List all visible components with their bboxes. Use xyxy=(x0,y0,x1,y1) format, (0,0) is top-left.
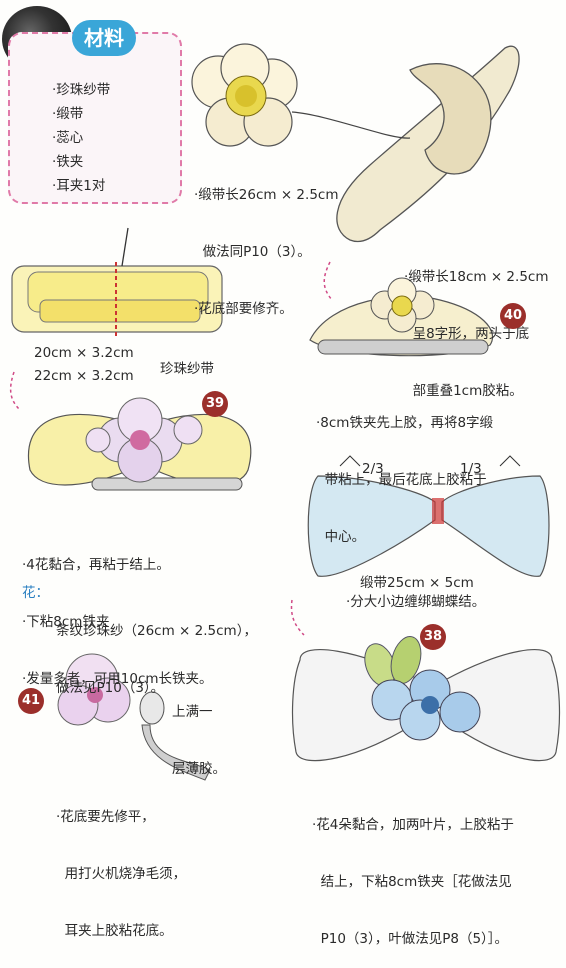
note-line: 条纹珍珠纱（26cm × 2.5cm）， xyxy=(56,623,257,639)
figure8-ribbon-illustration xyxy=(336,45,520,243)
step39-note: ·4花黏合，再粘于结上。 ·下粘8cm铁夹 ·发量多者，可用10cm长铁夹。 xyxy=(22,518,213,708)
note-line: ·花4朵黏合，加两叶片，上胶粘于 xyxy=(312,817,514,833)
top-flower-illustration xyxy=(191,43,298,147)
illustrations xyxy=(9,43,561,781)
material-item: ·铁夹 xyxy=(52,154,84,170)
note-line: 耳夹上胶粘花底。 xyxy=(56,923,173,939)
note-line: ·缎带长26cm × 2.5cm xyxy=(194,187,339,203)
step-badge-39: 39 xyxy=(202,391,228,417)
note-line: ·花底要先修平， xyxy=(56,809,155,825)
step-badge-41: 41 xyxy=(18,688,44,714)
step-badge-40: 40 xyxy=(500,303,526,329)
step40-note: ·8cm铁夹先上胶，再将8字缎 带粘上，最后花底上胶粘于 中心。 xyxy=(316,376,493,566)
bow-with-blue-flowers-illustration xyxy=(291,636,561,762)
note-line: 做法见P10（3）。 xyxy=(56,680,165,696)
note-line: 做法同P10（3）。 xyxy=(194,244,311,260)
bow-note-line1: 缎带25cm × 5cm xyxy=(360,575,474,591)
step38-note: ·花4朵黏合，加两叶片，上胶粘于 结上，下粘8cm铁夹［花做法见 P10（3），… xyxy=(312,778,514,968)
earclip-flower-illustration xyxy=(57,653,211,781)
materials-title: 材料 xyxy=(72,20,136,56)
note-line: 用打火机烧净毛须， xyxy=(56,866,187,882)
step-badge-38: 38 xyxy=(420,624,446,650)
figure8-note: ·缎带长18cm × 2.5cm 呈8字形，两头于底 部重叠1cm胶粘。 xyxy=(404,230,548,420)
flower-label: 花： xyxy=(22,585,49,601)
dimension-label: 22cm × 3.2cm xyxy=(34,368,134,384)
stacked-ribbon-illustration xyxy=(11,227,223,338)
note-line: 结上，下粘8cm铁夹［花做法见 xyxy=(312,874,512,890)
pearl-tulle-label: 珍珠纱带 xyxy=(160,361,214,377)
material-item: ·缎带 xyxy=(52,106,84,122)
clip-with-bow-illustration xyxy=(309,277,494,357)
bow-note-line2: ·分大小边缠绑蝴蝶结。 xyxy=(346,594,486,610)
note-line: ·下粘8cm铁夹 xyxy=(22,614,110,630)
material-item: ·珍珠纱带 xyxy=(52,82,111,98)
fraction-right: 1/3 xyxy=(460,461,482,477)
note-line: 呈8字形，两头于底 xyxy=(404,326,530,342)
bow-with-pink-flowers-illustration xyxy=(27,397,252,491)
flower-spec: 条纹珍珠纱（26cm × 2.5cm）， 做法见P10（3）。 xyxy=(56,584,257,717)
note-line: ·缎带长18cm × 2.5cm xyxy=(404,269,549,285)
flower-note: ·缎带长26cm × 2.5cm 做法同P10（3）。 ·花底部要修齐。 xyxy=(194,148,338,338)
note-line: ·4花黏合，再粘于结上。 xyxy=(22,557,170,573)
note-line: ·发量多者，可用10cm长铁夹。 xyxy=(22,671,213,687)
dimension-label: 20cm × 3.2cm xyxy=(34,345,134,361)
note-line: 部重叠1cm胶粘。 xyxy=(404,383,523,399)
material-item: ·耳夹1对 xyxy=(52,178,106,194)
fraction-left: 2/3 xyxy=(362,461,384,477)
note-line: 层薄胶。 xyxy=(172,761,226,777)
note-line: 带粘上，最后花底上胶粘于 xyxy=(316,472,487,488)
material-item: ·蕊心 xyxy=(52,130,84,146)
glue-note: 上满一 层薄胶。 xyxy=(172,665,226,798)
note-line: ·8cm铁夹先上胶，再将8字缎 xyxy=(316,415,494,431)
note-line: ·花底部要修齐。 xyxy=(194,301,293,317)
note-line: 中心。 xyxy=(316,529,366,545)
materials-box: ·珍珠纱带 ·缎带 ·蕊心 ·铁夹 ·耳夹1对 xyxy=(8,32,182,204)
note-line: 上满一 xyxy=(172,704,213,720)
blue-bow-illustration xyxy=(307,455,550,577)
note-line: P10（3），叶做法见P8（5）］。 xyxy=(312,931,509,947)
step41-note: ·花底要先修平， 用打火机烧净毛须， 耳夹上胶粘花底。 xyxy=(56,770,186,960)
